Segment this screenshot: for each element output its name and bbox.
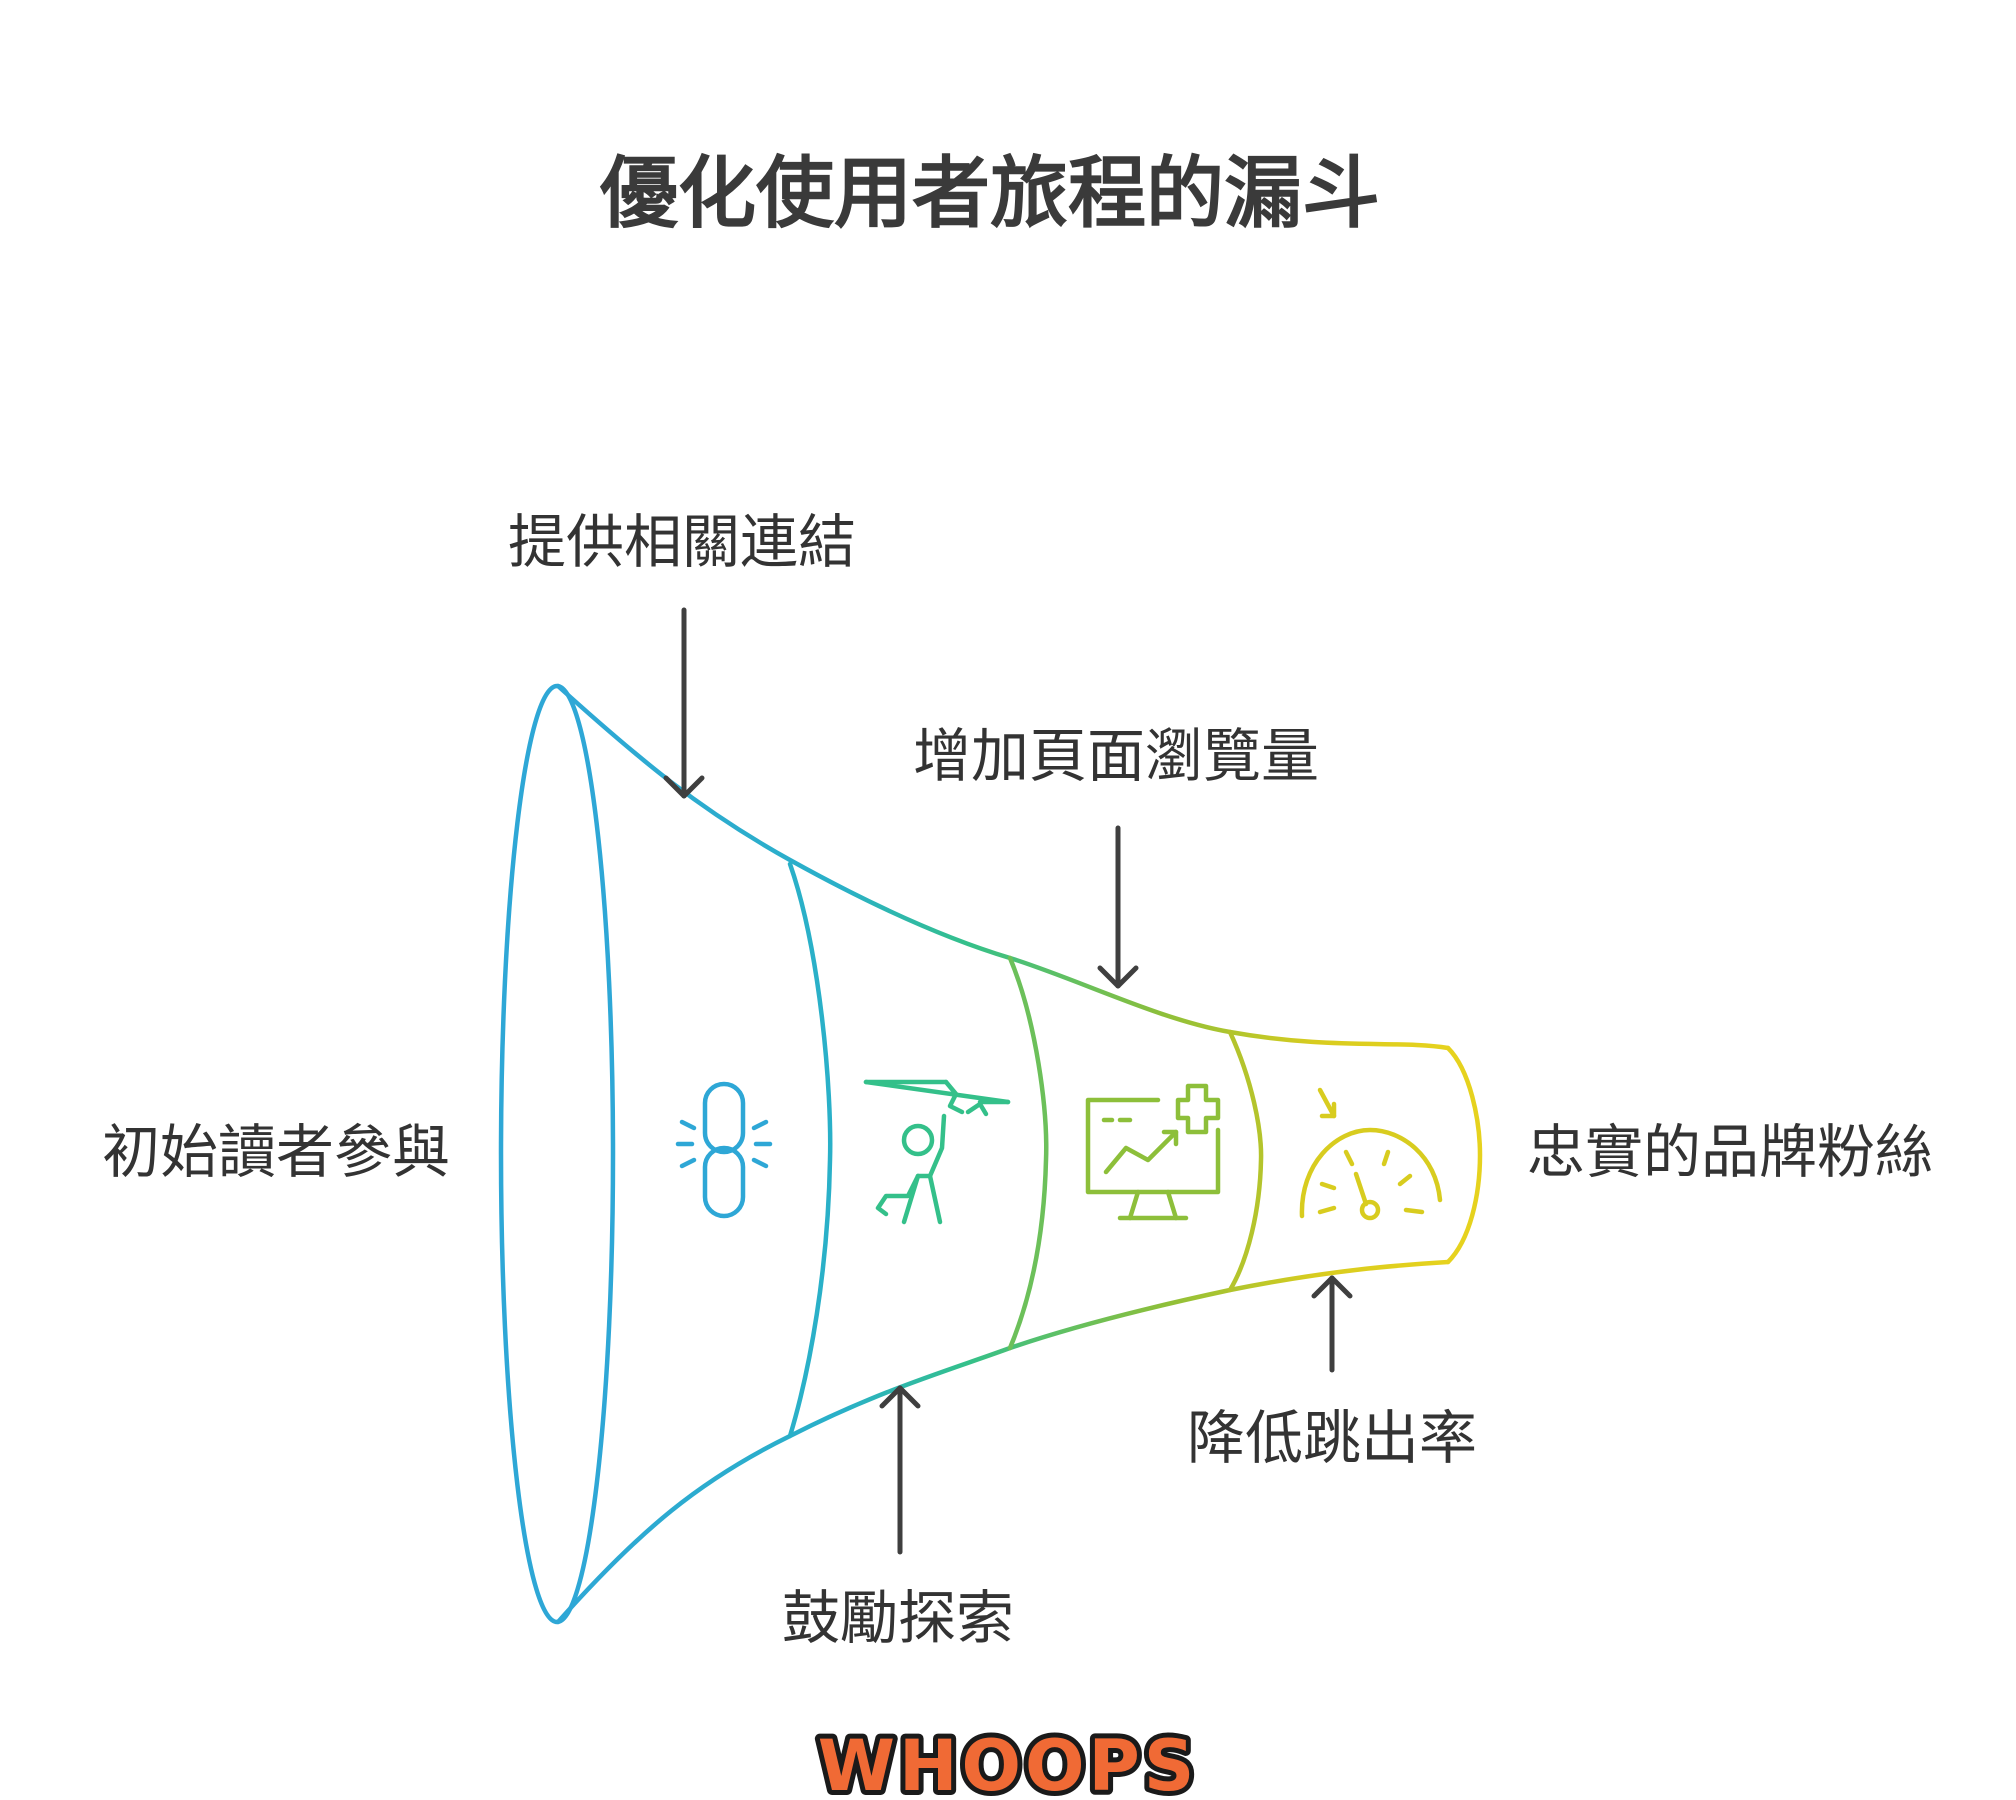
stage-divider-1 — [787, 861, 833, 1439]
funnel-mouth — [498, 683, 616, 1625]
callout-label-pageviews: 增加頁面瀏覽量 — [913, 722, 1319, 790]
speed-gauge-icon — [1299, 1087, 1443, 1221]
funnel-top-edge — [555, 683, 1451, 1051]
entry-label: 初始讀者參與 — [102, 1118, 450, 1186]
callout-label-bounce: 降低跳出率 — [1187, 1404, 1477, 1472]
monitor-growth-plus-icon — [1085, 1083, 1221, 1221]
callout-arrow-bounce — [1311, 1275, 1353, 1373]
logo-fill: WHOOPS — [818, 1725, 1199, 1800]
page-title: 優化使用者旅程的漏斗 — [599, 149, 1380, 239]
stage-divider-3 — [1227, 1029, 1264, 1293]
funnel-bottom-edge — [555, 1259, 1451, 1625]
logo-outline: WHOOPS — [818, 1725, 1199, 1800]
callout-label-explore: 鼓勵探索 — [782, 1584, 1014, 1652]
callout-arrow-pageviews — [1097, 825, 1139, 989]
callout-arrow-links — [663, 607, 705, 799]
callout-arrow-explore — [879, 1385, 921, 1555]
reaching-person-icon — [863, 1079, 1011, 1225]
whoops-logo: WHOOPS WHOOPS — [813, 1720, 1200, 1800]
funnel-body — [498, 683, 1483, 1625]
funnel-end-cap — [1445, 1045, 1483, 1265]
stage-divider-2 — [1007, 955, 1049, 1351]
callout-label-links: 提供相關連結 — [508, 508, 856, 576]
callout-arrows — [663, 607, 1353, 1555]
exit-label: 忠實的品牌粉絲 — [1527, 1118, 1933, 1186]
broken-link-icon — [675, 1081, 773, 1219]
